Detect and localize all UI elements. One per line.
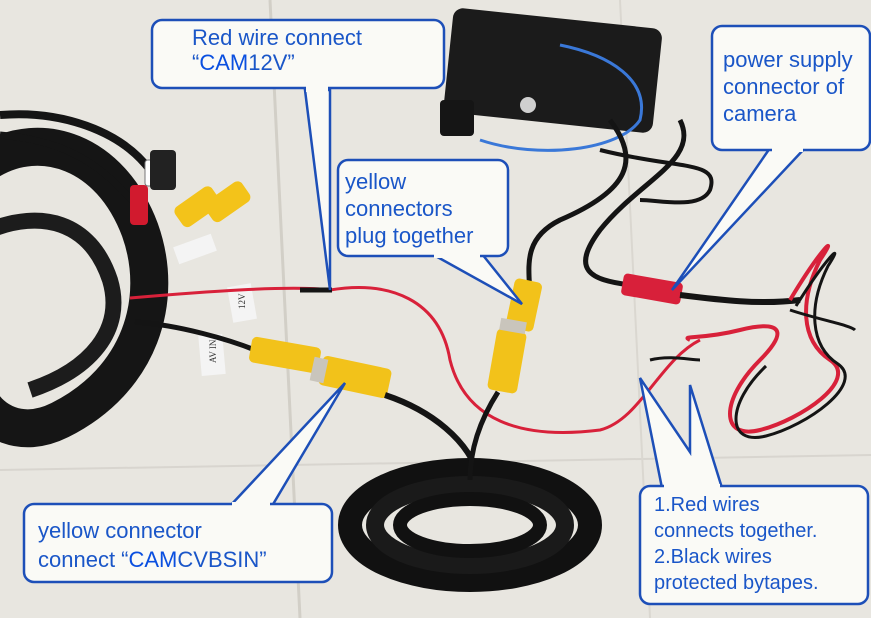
wire-tag [227, 283, 257, 323]
callout-wires-note-box [638, 484, 870, 606]
yellow-rca-socket-left [174, 186, 221, 228]
wire-tag [173, 233, 217, 265]
callout-wires-note-line4: protected bytapes. [654, 572, 819, 594]
callout-yellow-together-line1: yellow [345, 169, 407, 194]
callout-power-supply-line3: camera [723, 101, 797, 126]
camera-lens [520, 97, 536, 113]
callout-yellow-cvbs-box [22, 502, 334, 584]
pointer-mask [232, 502, 270, 508]
callout-yellow-cvbs-text: yellow connector connect “CAMCVBSIN” [38, 516, 267, 574]
cam-word: CAM [128, 547, 178, 572]
yellow-socket-cvbs-right [318, 355, 392, 399]
callout-yellow-together-line2: connectors [345, 196, 453, 221]
cable-strand [0, 110, 154, 173]
black-wire-end [649, 356, 701, 362]
callout-wires-note-line1: 1.Red wires [654, 494, 760, 516]
metal-collar [309, 356, 329, 384]
callout-red-wire-line1: Red wire connect [192, 25, 362, 50]
black-wire-right [734, 251, 847, 439]
cam-word: CAM [199, 50, 249, 75]
pointer-mask [664, 484, 720, 490]
red-wire-12v [129, 286, 701, 434]
power-cable-out [679, 292, 801, 306]
connect-prefix: connect “ [38, 547, 129, 572]
callout-yellow-together-line3: plug together [345, 223, 474, 248]
metal-collar [499, 317, 527, 335]
callout-power-supply-line2: connector of [723, 74, 845, 99]
cable-bundle-left-inner [0, 212, 122, 398]
callout-wires-note-line3: 2.Black wires [654, 546, 772, 568]
callout-yellow-together-text: yellow connectors plug together [345, 168, 473, 249]
black-socket [150, 150, 176, 190]
pointer-mask [306, 86, 328, 92]
red-rca-plug-left [130, 185, 148, 225]
callout-yellow-together-box [336, 158, 510, 258]
yellow-socket-camera-bottom [487, 328, 527, 394]
cable-coil-core [393, 492, 547, 558]
camera-cable-tail [599, 148, 714, 205]
yellow-rca-socket-left-2 [204, 181, 251, 223]
callout-red-wire-line2: “CAM12V” [192, 50, 362, 75]
camera-power-cable [583, 118, 687, 288]
voltage-text: 12V” [248, 50, 295, 75]
tag-c-text: AV IN [208, 339, 218, 363]
wire-tag [198, 334, 226, 376]
black-wire-tail [789, 308, 857, 332]
black-cable-cvbs [134, 319, 256, 353]
callout-power-supply-line1: power supply [723, 47, 853, 72]
yellow-plug-camera-top [506, 278, 542, 332]
cable-strand [0, 131, 143, 213]
red-power-plug [621, 273, 683, 305]
pointer-mask [772, 146, 803, 152]
red-wire-right [685, 243, 840, 434]
cable-coil-inner [366, 476, 574, 574]
callout-wires-note-text: 1.Red wires connects together. 2.Black w… [654, 492, 819, 596]
callout-yellow-cvbs-line1: yellow connector [38, 518, 202, 543]
blue-camera-wire [479, 43, 643, 152]
yellow-plug-cvbs-left [249, 336, 321, 374]
callout-red-wire-text: Red wire connect “CAM12V” [192, 25, 362, 75]
cvbs-text: CVBSIN” [177, 547, 267, 572]
camera-body [444, 8, 662, 133]
pointer-mask [434, 252, 480, 258]
black-cable-from-yellow [467, 390, 501, 481]
quote-open: “ [192, 50, 200, 75]
callout-wires-note-line2: connects together. [654, 520, 818, 542]
callout-red-wire-box [150, 18, 446, 90]
callout-yellow-cvbs-line2: connect “CAMCVBSIN” [38, 545, 267, 574]
tag-a-text: 12V [237, 293, 247, 309]
camera-bracket [440, 100, 474, 136]
camera-black-cable [526, 118, 629, 301]
callout-power-supply-text: power supply connector of camera [723, 46, 853, 127]
